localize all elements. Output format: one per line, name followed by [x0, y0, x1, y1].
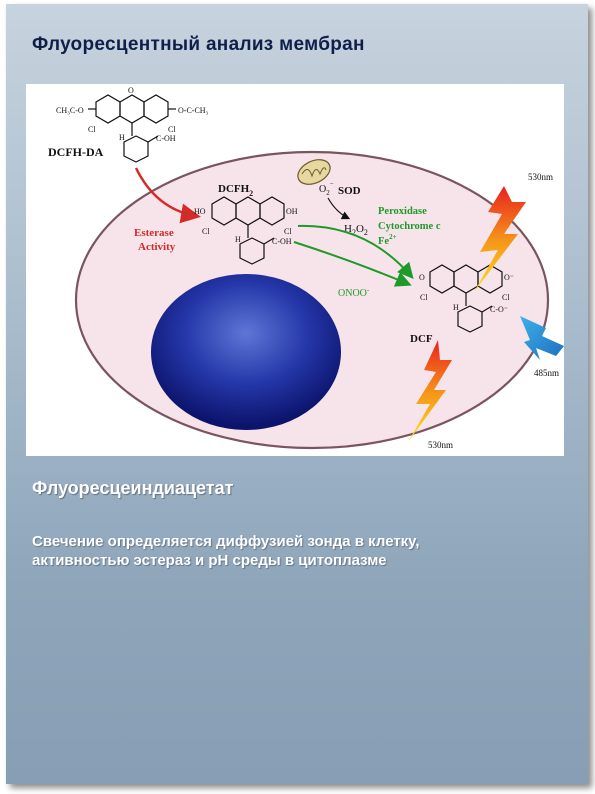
esterase-arrow: [134, 167, 201, 224]
dcfh2-hydrogen-label: H: [235, 235, 241, 244]
dcf-oxide-label: O⁻: [504, 273, 514, 282]
slide-body-text: Свечение определяется диффузией зонда в …: [32, 532, 552, 570]
slide: Флуоресцентный анализ мембран: [6, 4, 588, 784]
dcfh2-oh-label: OH: [286, 207, 298, 216]
emission-wavelength-bottom: 530nm: [428, 440, 453, 450]
excitation-bolt: [520, 316, 564, 360]
dcfh-da-label: DCFH-DA: [48, 145, 104, 159]
cytochrome-c-label: Cytochrome c: [378, 221, 441, 232]
body-line-2: активностью эстераз и рН среды в цитопла…: [32, 552, 387, 569]
ring-oxygen-label: O: [128, 86, 134, 95]
slide-title: Флуоресцентный анализ мембран: [32, 34, 365, 55]
emission-wavelength-top: 530nm: [528, 172, 553, 182]
dcfh-da-molecule: [88, 94, 176, 163]
chlorine-label-1: Cl: [88, 125, 96, 134]
body-line-1: Свечение определяется диффузией зонда в …: [32, 533, 420, 550]
slide-subtitle: Флуоресцеиндиацетат: [32, 478, 234, 498]
dcfh2-carboxyl-label: C-OH: [272, 237, 292, 246]
dcfh2-chlorine-1: Cl: [202, 227, 210, 236]
dcf-oxygen-label: O: [419, 273, 425, 282]
chlorine-label-2: Cl: [168, 125, 176, 134]
peroxidase-label: Peroxidase: [378, 206, 427, 217]
dcfh2-chlorine-2: Cl: [284, 227, 292, 236]
sod-label: SOD: [338, 185, 361, 197]
acetyl-left-label: CH₃C-O: [56, 106, 84, 115]
dcf-chlorine-1: Cl: [420, 293, 428, 302]
dcf-chlorine-2: Cl: [502, 293, 510, 302]
dcfh2-ho-label: HO: [194, 207, 206, 216]
cell-nucleus: [151, 274, 341, 430]
hydrogen-label-1: H: [119, 133, 125, 142]
esterase-label-line2: Activity: [138, 241, 176, 253]
fe2-label: Fe2+: [378, 233, 397, 247]
superoxide-label: O2−: [319, 180, 334, 197]
peroxynitrite-label: ONOO-: [338, 286, 370, 299]
emission-bolt-top: [474, 186, 526, 292]
sod-arrow: [327, 197, 351, 220]
h2o2-label: H2O2: [344, 223, 368, 237]
dcfh2-label: DCFH2: [218, 183, 253, 198]
peroxynitrite-arrow: [293, 241, 412, 287]
esterase-label-line1: Esterase: [134, 227, 174, 239]
carboxyl-label-1: C-OH: [156, 134, 176, 143]
excitation-wavelength: 485nm: [534, 368, 559, 378]
cell-diagram: CH₃C-O O-C-CH₃ O Cl Cl H C-OH DCFH-DA Es…: [48, 86, 564, 450]
emission-bolt-bottom: [408, 340, 452, 442]
figure-panel: CH₃C-O O-C-CH₃ O Cl Cl H C-OH DCFH-DA Es…: [26, 84, 564, 456]
peroxidase-arrow: [297, 224, 414, 280]
dcf-label: DCF: [410, 333, 433, 345]
dcfh2-molecule: [211, 196, 285, 265]
dcf-carboxylate-label: C-O⁻: [490, 305, 508, 314]
acetyl-right-label: O-C-CH₃: [178, 106, 209, 115]
mitochondrion-icon: [297, 159, 331, 185]
dcf-hydrogen-label: H: [453, 303, 459, 312]
